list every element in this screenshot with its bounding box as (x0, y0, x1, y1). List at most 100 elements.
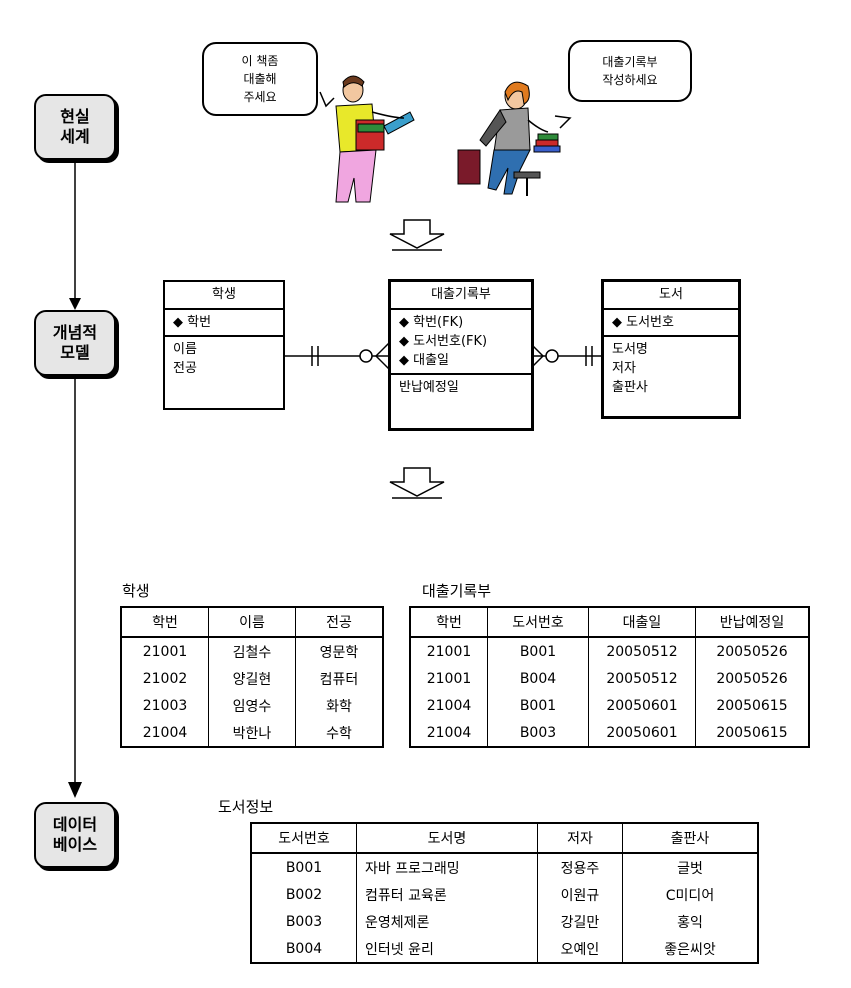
table-cell: 20050512 (588, 637, 696, 665)
entity-book-attr: 출판사 (612, 380, 648, 395)
transition-arrow-2 (389, 467, 445, 499)
table-cell: 정용주 (537, 853, 623, 881)
table-cell: 21001 (120, 637, 209, 665)
entity-student-attrs: 이름 전공 (165, 337, 283, 381)
entity-book: 도서 ◆ 도서번호 도서명 저자 출판사 (601, 279, 741, 419)
table-cell: B003 (487, 719, 589, 748)
flow-arrow-head-2 (68, 782, 82, 798)
entity-loan-attr: 반납예정일 (399, 380, 459, 395)
table-cell: 21001 (409, 665, 488, 692)
table-row: 21004 B003 20050601 20050615 (409, 719, 810, 748)
entity-student: 학생 ◆ 학번 이름 전공 (163, 280, 285, 410)
table-cell: 영문학 (295, 637, 384, 665)
stage-database: 데이터 베이스 (34, 802, 116, 868)
entity-loan-key: ◆ 대출일 (399, 353, 450, 368)
entity-book-attr: 도서명 (612, 342, 648, 357)
table-cell: 20050601 (588, 692, 696, 719)
table-cell: 양길현 (208, 665, 296, 692)
table-row: B001 자바 프로그래밍 정용주 글벗 (250, 853, 759, 881)
table-cell: 김철수 (208, 637, 296, 665)
table-cell: 인터넷 윤리 (356, 935, 538, 964)
table-cell: B001 (487, 692, 589, 719)
table-row: 21001 B004 20050512 20050526 (409, 665, 810, 692)
table-cell: B004 (487, 665, 589, 692)
table-cell: 이원규 (537, 881, 623, 908)
table-row: B004 인터넷 윤리 오예인 좋은씨앗 (250, 935, 759, 964)
librarian-speech-text: 대출기록부 작성하세요 (602, 55, 658, 87)
book-table-caption: 도서정보 (218, 798, 274, 816)
table-cell: 20050526 (695, 637, 810, 665)
relationship-student-loan (283, 342, 390, 370)
entity-loan-key: ◆ 도서번호(FK) (399, 334, 488, 349)
column-header: 도서명 (356, 822, 538, 854)
table-cell: 수학 (295, 719, 384, 748)
entity-student-title: 학생 (165, 282, 283, 310)
table-cell: 20050615 (695, 692, 810, 719)
table-cell: 컴퓨터 (295, 665, 384, 692)
table-cell: B002 (250, 881, 357, 908)
entity-book-title: 도서 (604, 282, 738, 310)
table-header-row: 도서번호 도서명 저자 출판사 (250, 822, 759, 854)
table-cell: 박한나 (208, 719, 296, 748)
student-speech-text: 이 책좀 대출해 주세요 (241, 54, 279, 104)
column-header: 도서번호 (250, 822, 357, 854)
table-cell: 21004 (120, 719, 209, 748)
table-cell: 운영체제론 (356, 908, 538, 935)
column-header: 이름 (208, 606, 296, 638)
student-table: 학번 이름 전공 21001 김철수 영문학 21002 양길현 컴퓨터 210… (120, 606, 384, 748)
table-cell: 20050615 (695, 719, 810, 748)
table-cell: 강길만 (537, 908, 623, 935)
column-header: 저자 (537, 822, 623, 854)
table-cell: 21004 (409, 719, 488, 748)
student-table-caption: 학생 (122, 582, 150, 600)
entity-book-keys: ◆ 도서번호 (604, 310, 738, 337)
entity-book-attrs: 도서명 저자 출판사 (604, 337, 738, 400)
entity-student-attr: 이름 (173, 342, 197, 357)
table-cell: 21001 (409, 637, 488, 665)
table-cell: 21002 (120, 665, 209, 692)
table-cell: 화학 (295, 692, 384, 719)
transition-arrow-1 (389, 219, 445, 251)
loan-table: 학번 도서번호 대출일 반납예정일 21001 B001 20050512 20… (409, 606, 810, 748)
table-header-row: 학번 이름 전공 (120, 606, 384, 638)
table-cell: 홍익 (622, 908, 759, 935)
table-cell: 20050601 (588, 719, 696, 748)
stage-conceptual-model-label: 개념적 모델 (52, 323, 98, 362)
table-header-row: 학번 도서번호 대출일 반납예정일 (409, 606, 810, 638)
stage-conceptual-model: 개념적 모델 (34, 310, 116, 376)
table-row: 21003 임영수 화학 (120, 692, 384, 719)
entity-book-key: ◆ 도서번호 (612, 315, 674, 330)
entity-loan-keys: ◆ 학번(FK) ◆ 도서번호(FK) ◆ 대출일 (391, 310, 531, 375)
column-header: 대출일 (588, 606, 696, 638)
entity-student-keys: ◆ 학번 (165, 310, 283, 337)
table-cell: 20050526 (695, 665, 810, 692)
column-header: 전공 (295, 606, 384, 638)
student-speech-bubble: 이 책좀 대출해 주세요 (202, 42, 318, 116)
stage-real-world-label: 현실 세계 (60, 107, 90, 146)
table-row: B003 운영체제론 강길만 홍익 (250, 908, 759, 935)
column-header: 학번 (409, 606, 488, 638)
flow-arrow-head-1 (69, 298, 81, 310)
table-cell: 오예인 (537, 935, 623, 964)
table-cell: B001 (487, 637, 589, 665)
entity-loan-record: 대출기록부 ◆ 학번(FK) ◆ 도서번호(FK) ◆ 대출일 반납예정일 (388, 279, 534, 431)
table-cell: 글벗 (622, 853, 759, 881)
table-cell: B001 (250, 853, 357, 881)
entity-loan-attrs: 반납예정일 (391, 375, 531, 400)
table-cell: C미디어 (622, 881, 759, 908)
librarian-illustration (457, 81, 572, 196)
table-cell: 좋은씨앗 (622, 935, 759, 964)
table-cell: B004 (250, 935, 357, 964)
column-header: 도서번호 (487, 606, 589, 638)
table-row: 21001 B001 20050512 20050526 (409, 637, 810, 665)
student-illustration (319, 75, 415, 203)
entity-book-attr: 저자 (612, 361, 636, 376)
table-cell: 21003 (120, 692, 209, 719)
table-row: 21004 B001 20050601 20050615 (409, 692, 810, 719)
table-cell: 21004 (409, 692, 488, 719)
table-row: 21002 양길현 컴퓨터 (120, 665, 384, 692)
entity-loan-title: 대출기록부 (391, 282, 531, 310)
librarian-speech-bubble: 대출기록부 작성하세요 (568, 40, 692, 102)
stage-real-world: 현실 세계 (34, 94, 116, 160)
